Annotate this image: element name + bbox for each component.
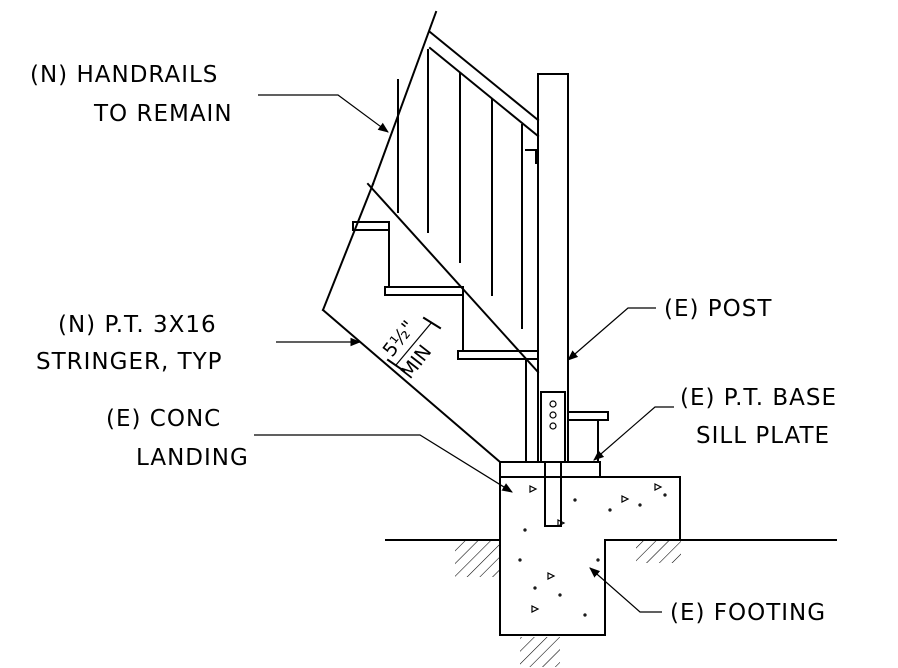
- callout-landing: (E) CONC LANDING: [106, 406, 249, 471]
- concrete-aggregate: [518, 483, 667, 617]
- callout-sill-plate-line2: SILL PLATE: [696, 423, 830, 449]
- callout-handrails-line1: (N) HANDRAILS: [30, 62, 218, 88]
- callout-stringer-line2: STRINGER, TYP: [36, 349, 223, 375]
- stringer-dimension: 5½" MIN: [379, 317, 442, 383]
- stair-treads: [352, 221, 609, 463]
- soil-hatching: [455, 541, 681, 667]
- stringer: [321, 182, 540, 464]
- callout-sill-plate-line1: (E) P.T. BASE: [680, 385, 837, 411]
- callout-landing-line2: LANDING: [136, 445, 249, 471]
- callout-landing-line1: (E) CONC: [106, 406, 221, 432]
- post: [537, 73, 569, 463]
- callout-footing: (E) FOOTING: [670, 600, 826, 626]
- callout-stringer-line1: (N) P.T. 3X16: [58, 312, 217, 338]
- post-base-anchor: [540, 391, 566, 527]
- callout-stringer: (N) P.T. 3X16 STRINGER, TYP: [36, 312, 223, 375]
- leaders: [254, 94, 674, 613]
- callout-handrails-line2: TO REMAIN: [93, 101, 233, 127]
- callout-post: (E) POST: [664, 296, 772, 322]
- sill-plate: [499, 461, 601, 478]
- callout-handrails: (N) HANDRAILS TO REMAIN: [30, 62, 233, 127]
- concrete-landing-footing: [499, 476, 681, 636]
- handrail: [371, 10, 540, 329]
- callout-sill-plate: (E) P.T. BASE SILL PLATE: [680, 385, 837, 449]
